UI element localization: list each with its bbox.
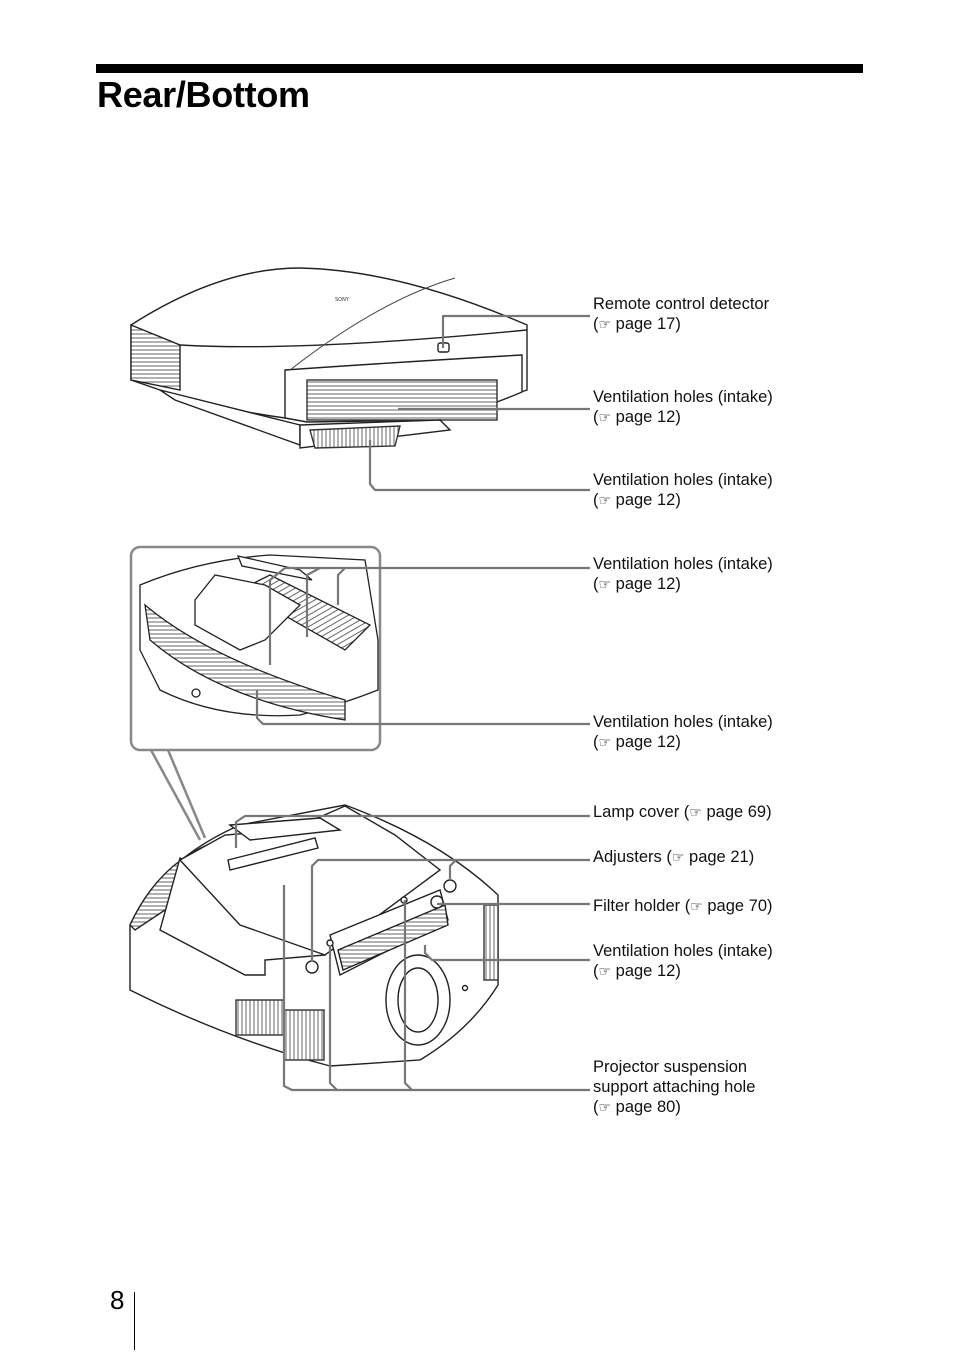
- pointing-hand-icon: ☞: [598, 964, 612, 980]
- page-title: Rear/Bottom: [97, 74, 310, 115]
- callout-suspension-hole: Projector suspension support attaching h…: [593, 1058, 756, 1116]
- callout-page-ref: page 12: [615, 733, 676, 751]
- callout-ventilation-holes-4: Ventilation holes (intake) (☞ page 12): [593, 713, 773, 751]
- callout-page-ref: page 70: [707, 897, 768, 915]
- projector-rear-view: SONY: [130, 267, 528, 449]
- callout-label: Lamp cover: [593, 803, 680, 821]
- callout-label: Ventilation holes (intake): [593, 942, 773, 960]
- callout-page-ref: page 12: [615, 408, 676, 426]
- magnified-detail: [139, 554, 379, 721]
- callout-page-ref: page 12: [615, 575, 676, 593]
- pointing-hand-icon: ☞: [598, 410, 612, 426]
- callout-label: Adjusters: [593, 848, 662, 866]
- callout-remote-control-detector: Remote control detector (☞ page 17): [593, 295, 770, 333]
- pointing-hand-icon: ☞: [689, 805, 702, 821]
- callout-label: Filter holder: [593, 897, 681, 915]
- title-rule: [96, 64, 863, 73]
- callout-label: Ventilation holes (intake): [593, 388, 773, 406]
- callout-ventilation-holes-5: Ventilation holes (intake) (☞ page 12): [593, 942, 773, 980]
- callout-ventilation-holes-2: Ventilation holes (intake) (☞ page 12): [593, 471, 773, 509]
- callout-adjusters: Adjusters (☞ page 21): [593, 848, 755, 866]
- magnifier-leader-left: [149, 749, 202, 841]
- callout-label: Remote control detector: [593, 295, 770, 313]
- callout-label: Ventilation holes (intake): [593, 555, 773, 573]
- callout-page-ref: page 12: [615, 962, 676, 980]
- callout-ventilation-holes-3: Ventilation holes (intake) (☞ page 12): [593, 555, 773, 593]
- page-number: 8: [110, 1285, 125, 1315]
- pointing-hand-icon: ☞: [598, 577, 612, 593]
- svg-text:SONY: SONY: [335, 297, 350, 303]
- magnifier-leader-right: [166, 749, 207, 839]
- page-number-rule: [134, 1292, 135, 1350]
- callout-page-ref: page 21: [689, 848, 749, 866]
- callout-page-ref: page 69: [706, 803, 767, 821]
- callout-lamp-cover: Lamp cover (☞ page 69): [593, 803, 772, 821]
- pointing-hand-icon: ☞: [598, 1100, 612, 1116]
- callout-page-ref: page 12: [615, 491, 676, 509]
- callout-label: Projector suspension support attaching h…: [593, 1058, 756, 1096]
- pointing-hand-icon: ☞: [598, 735, 612, 751]
- callout-page-ref: page 17: [615, 315, 676, 333]
- pointing-hand-icon: ☞: [671, 850, 685, 866]
- pointing-hand-icon: ☞: [598, 317, 612, 333]
- callout-filter-holder: Filter holder (☞ page 70): [593, 897, 773, 915]
- callout-ventilation-holes-1: Ventilation holes (intake) (☞ page 12): [593, 388, 773, 426]
- pointing-hand-icon: ☞: [690, 899, 703, 915]
- leader-lines: [234, 314, 590, 1092]
- callout-page-ref: page 80: [615, 1098, 676, 1116]
- callout-label: Ventilation holes (intake): [593, 471, 773, 489]
- magnified-detail-frame: [129, 545, 382, 752]
- callout-label: Ventilation holes (intake): [593, 713, 773, 731]
- pointing-hand-icon: ☞: [598, 493, 612, 509]
- projector-bottom-view: [129, 804, 499, 1067]
